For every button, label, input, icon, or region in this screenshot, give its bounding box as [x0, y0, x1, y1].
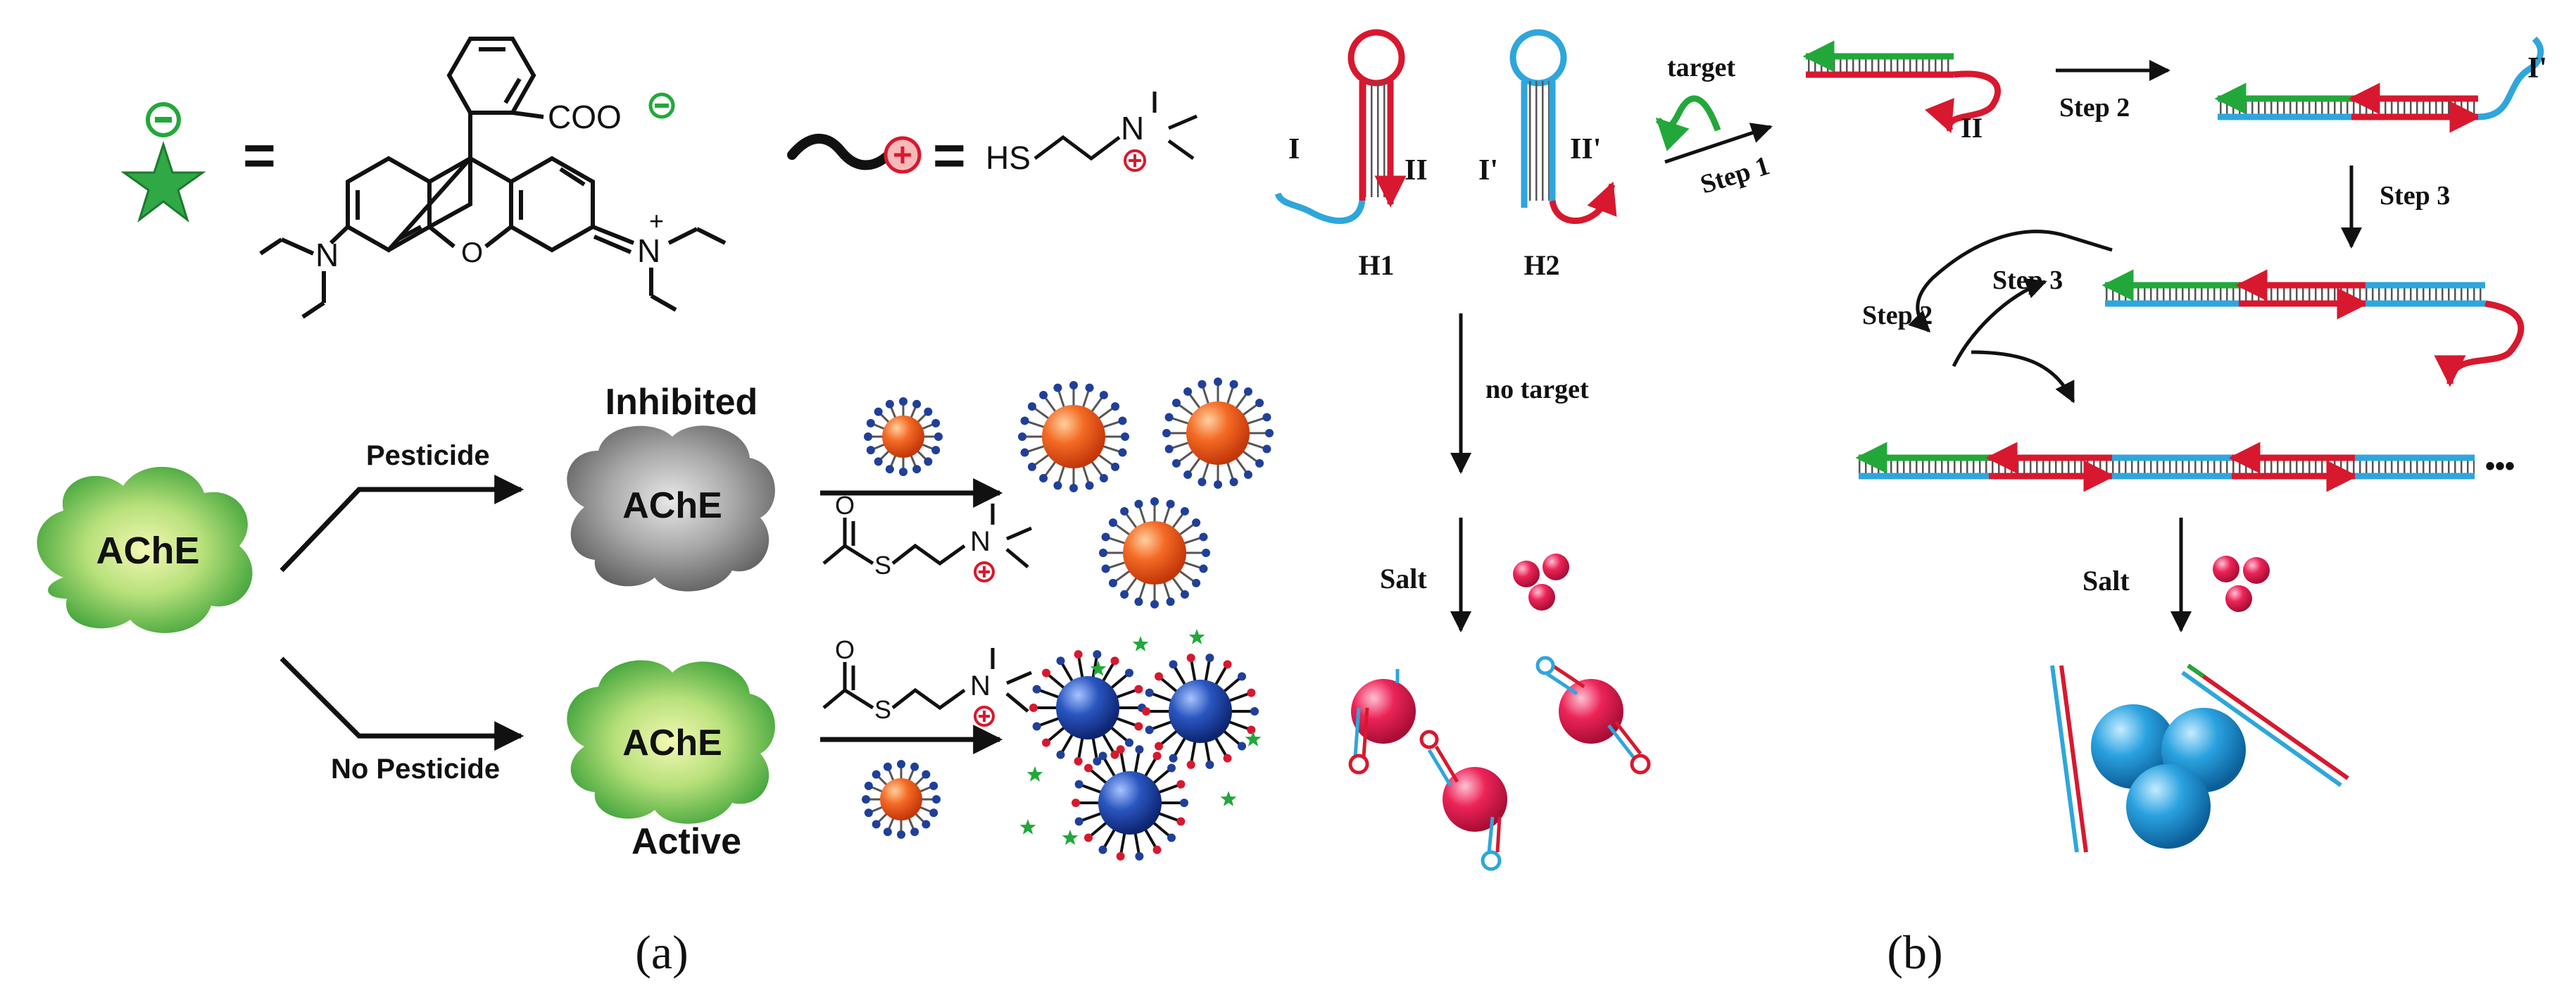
caption-a: (a)	[635, 925, 688, 979]
no-pesticide-arrow	[279, 656, 524, 751]
substrate-structure-top	[822, 504, 1032, 568]
small-green-star-icon	[1026, 766, 1043, 782]
coo-charge-icon	[648, 92, 675, 119]
substrate-o-bottom: O	[835, 635, 855, 664]
cycle-step2-label: Step 2	[1862, 301, 1933, 330]
ache-cloud	[37, 466, 253, 633]
orange-nanoparticle-agg-3	[1099, 497, 1210, 608]
no-pesticide-label: No Pesticide	[331, 754, 500, 785]
orange-nanoparticle-reagent-bottom	[862, 760, 941, 839]
pesticide-label: Pesticide	[366, 440, 490, 471]
substrate-structure-bottom	[822, 648, 1032, 713]
equals-sign: =	[243, 124, 276, 187]
small-green-star-icon	[1090, 661, 1107, 676]
step2-label: Step 2	[2059, 93, 2130, 123]
label-I: I	[1288, 133, 1300, 166]
inhibited-ache-label: AChE	[622, 485, 722, 526]
small-green-star-icon	[1188, 629, 1205, 644]
no-target-label: no target	[1485, 375, 1589, 404]
plus-charge: +	[649, 206, 664, 235]
small-green-star-icon	[1132, 636, 1149, 651]
substrate-o-top: O	[835, 491, 855, 520]
orange-nanoparticle-agg-2	[1162, 377, 1274, 489]
target-label: target	[1667, 53, 1735, 82]
navy-nanoparticle-3	[1072, 745, 1188, 861]
equals-sign-2: =	[933, 124, 966, 187]
duplex-2	[2214, 36, 2544, 133]
target-strand	[1655, 95, 1721, 151]
product-II-label: II	[1961, 112, 1983, 144]
polymer-duplex	[1855, 442, 2475, 492]
panel-a: =	[37, 37, 1274, 979]
o-bridge-label: O	[461, 237, 483, 268]
inhibited-ache-cloud	[567, 425, 775, 592]
salt-right-label: Salt	[2082, 565, 2130, 597]
substrate-plus-top-icon	[974, 561, 995, 582]
step3-label: Step 3	[2380, 181, 2450, 211]
label-h1: H1	[1358, 249, 1394, 281]
active-ache-cloud	[567, 660, 775, 824]
aggregated-cyan-nanoparticles	[2091, 704, 2246, 849]
orange-nanoparticle-agg-1	[1018, 381, 1129, 492]
salt-left-label: Salt	[1380, 563, 1427, 594]
substrate-s-top: S	[874, 551, 891, 580]
label-II-prime: II'	[1570, 133, 1601, 166]
active-label: Active	[632, 821, 741, 862]
ache-label: AChE	[96, 530, 200, 572]
nanoparticle-group	[862, 377, 1274, 861]
hs-label: HS	[986, 139, 1031, 176]
caption-b: (b)	[1887, 925, 1942, 979]
thiol-plus-icon	[1124, 149, 1146, 172]
n-right-label: N	[637, 232, 660, 269]
label-I-prime: I'	[1478, 154, 1498, 187]
pink-particles-small	[1513, 554, 1569, 611]
duplex-1	[1802, 40, 2002, 134]
substrate-plus-bottom-icon	[974, 706, 995, 727]
free-polymer-strands	[2050, 663, 2349, 853]
coo-label: COO	[548, 99, 622, 135]
panel-b: I II H1 I' II' H2 target Step 1 II Step …	[1274, 29, 2547, 979]
substrate-n-top: N	[970, 526, 991, 557]
dispersed-pink-nanoparticles	[1348, 656, 1651, 871]
small-green-star-icon	[1245, 731, 1262, 747]
n-thiol-label: N	[1121, 110, 1144, 146]
thiol-chain	[1033, 92, 1198, 161]
active-ache-label: AChE	[622, 723, 722, 763]
small-green-star-icon	[1220, 791, 1237, 806]
product-I-prime-label: I'	[2527, 52, 2547, 85]
n-left-label: N	[315, 237, 339, 273]
navy-nanoparticle-2	[1142, 654, 1259, 769]
step1-label: Step 1	[1697, 151, 1773, 199]
ligand-icon	[787, 133, 922, 174]
step1-arrow	[1664, 123, 1773, 164]
substrate-n-bottom: N	[970, 670, 991, 701]
cycle-step3-label: Step 3	[1992, 266, 2063, 295]
polymer-ellipsis: •••	[2485, 451, 2515, 482]
pink-particles-small-right	[2213, 556, 2270, 612]
hairpin-h1	[1274, 29, 1407, 224]
hairpin-h2	[1509, 29, 1617, 224]
small-green-star-icon	[1019, 819, 1036, 835]
orange-nanoparticle-reagent-top	[864, 397, 943, 476]
label-h2: H2	[1523, 249, 1559, 281]
green-star-icon	[120, 102, 206, 223]
inhibited-label: Inhibited	[605, 382, 758, 423]
label-II: II	[1405, 154, 1428, 187]
cycle-arrows	[1908, 230, 2113, 404]
small-green-star-icon	[1062, 830, 1079, 845]
navy-nanoparticle-1	[1029, 650, 1146, 766]
substrate-s-bottom: S	[874, 695, 891, 724]
pesticide-arrow	[279, 475, 524, 573]
dye-structure	[259, 37, 727, 319]
duplex-3	[2101, 269, 2525, 387]
